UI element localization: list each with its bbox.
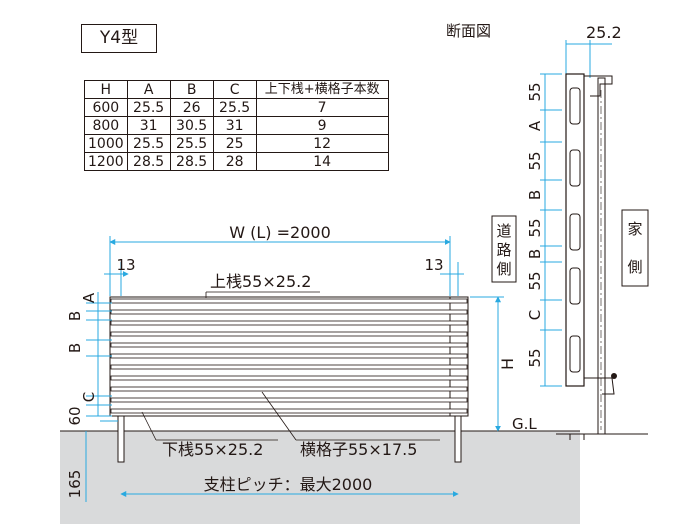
table-cell: 25: [212, 134, 257, 153]
table-cell: 28.5: [169, 152, 214, 171]
road-side-box: [491, 215, 517, 283]
slat-label: 横格子55×17.5: [300, 440, 417, 459]
slat: [110, 375, 468, 381]
table-cell: 800: [84, 116, 128, 135]
height-label: H: [498, 358, 517, 370]
depth-label: 25.2: [586, 23, 622, 42]
table-cell: 25.5: [126, 98, 171, 117]
house-side-char1: 家: [627, 220, 642, 238]
table-header-cell: 上下桟+横格子本数: [255, 80, 389, 99]
section-slat-profile: [569, 87, 581, 125]
dimension-table: H A B C 上下桟+横格子本数 600 25.5 26 25.5 7 800…: [84, 80, 389, 171]
table-cell: 600: [84, 98, 128, 117]
slat: [110, 342, 468, 348]
table-cell: 1200: [84, 152, 128, 171]
top-bracket: [584, 75, 613, 97]
left-dimension-ticks: [86, 292, 118, 422]
slat: [110, 320, 468, 326]
ground-area: [60, 431, 580, 524]
table-row: 1000 25.5 25.5 25 12: [84, 134, 389, 153]
section-dim-label: 55: [526, 271, 544, 290]
table-header-row: H A B C 上下桟+横格子本数: [84, 80, 389, 99]
slat: [110, 353, 468, 359]
section-dim-label: 55: [526, 82, 544, 101]
anchor-bolt: [611, 373, 617, 379]
table-cell: 30.5: [169, 116, 214, 135]
section-slat-profile: [569, 149, 581, 187]
section-dim-ticks: [540, 73, 562, 387]
slat: [110, 298, 468, 304]
label-a: A: [80, 292, 98, 303]
house-side-box: [621, 209, 649, 287]
table-cell: 31: [126, 116, 171, 135]
section-dim-label: 55: [526, 348, 544, 367]
section-slat-profile: [569, 335, 581, 373]
front-view: W (L) =2000 13 13 上桟55×25.2 下桟55×25.2 横格…: [60, 223, 580, 524]
type-label: Y4型: [99, 28, 139, 48]
bottom-rail-label: 下桟55×25.2: [162, 440, 263, 459]
section-dim-label: 55: [526, 151, 544, 170]
section-profiles: [569, 87, 581, 373]
slat: [110, 408, 468, 414]
road-side-char3: 側: [496, 260, 511, 278]
section-slat-profile: [569, 213, 581, 251]
slat: [110, 364, 468, 370]
section-dim-label: B: [526, 190, 544, 200]
bottom-rail-leader: [141, 411, 157, 441]
slat-leader: [261, 391, 297, 441]
slat: [110, 331, 468, 337]
gap-60-label: 60: [66, 406, 84, 425]
slat: [110, 397, 468, 403]
table-row: 1200 28.5 28.5 28 14: [84, 152, 389, 171]
table-cell: 1000: [84, 134, 128, 153]
table-cell: 14: [255, 152, 389, 171]
section-dim-label: C: [526, 310, 544, 320]
right-offset-label: 13: [424, 256, 443, 274]
label-b2: B: [66, 343, 84, 353]
section-slat-profile: [569, 267, 581, 305]
width-label: W (L) =2000: [229, 223, 331, 242]
house-side-char2: 側: [627, 258, 642, 276]
slat: [110, 309, 468, 315]
section-post: [597, 77, 606, 435]
road-side-char1: 道: [496, 222, 511, 240]
type-label-box: Y4型: [81, 24, 157, 53]
table-cell: 25.5: [212, 98, 257, 117]
section-dim-label: A: [526, 120, 544, 131]
section-dim-label: B: [526, 249, 544, 259]
table-cell: 28.5: [126, 152, 171, 171]
label-c: C: [80, 392, 98, 402]
top-rail-label: 上桟55×25.2: [210, 272, 311, 291]
slat-group: [110, 298, 468, 414]
section-dim-label: 55: [526, 218, 544, 237]
table-row: 600 25.5 26 25.5 7: [84, 98, 389, 117]
road-side-char2: 路: [496, 241, 511, 259]
bottom-bracket: [584, 377, 615, 395]
label-b1: B: [66, 311, 84, 321]
embed-165-label: 165: [66, 470, 84, 499]
gl-label: G.L: [512, 415, 537, 433]
left-offset-label: 13: [116, 256, 135, 274]
section-title: 断面図: [446, 22, 492, 40]
slat: [110, 386, 468, 392]
post-pitch-label: 支柱ピッチ：最大2000: [204, 475, 373, 494]
